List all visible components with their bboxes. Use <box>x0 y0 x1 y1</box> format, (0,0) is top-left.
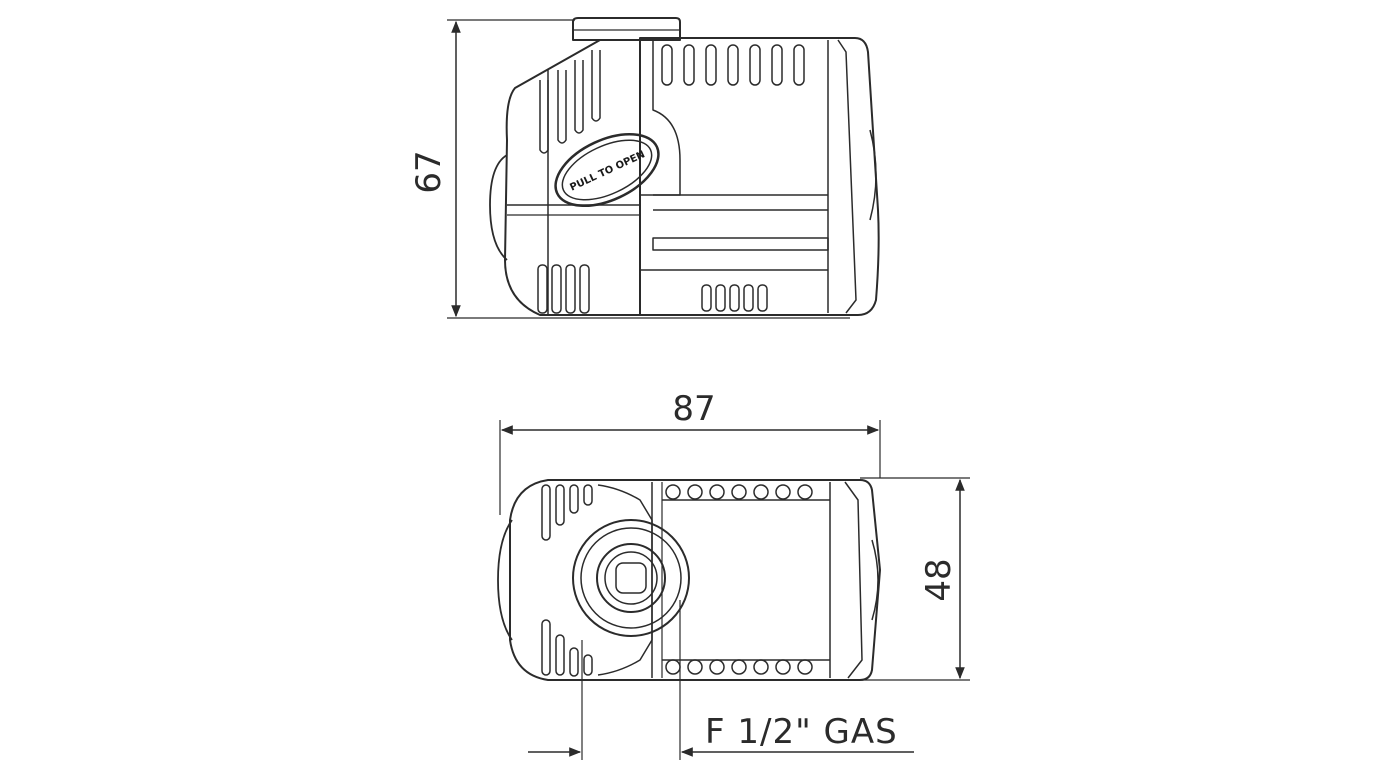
outlet-thread-label: F 1/2" GAS <box>705 712 898 752</box>
nose-vents <box>539 50 601 154</box>
front-dome <box>489 154 508 261</box>
side-view: 67 <box>409 17 880 319</box>
bottom-edge-slots <box>665 659 813 675</box>
length-dimension-value: 87 <box>672 389 715 429</box>
height-dimension-value: 67 <box>409 150 449 193</box>
pump-body-outline <box>639 37 880 316</box>
bottom-front-vents <box>537 264 590 314</box>
top-view: 87 48 <box>497 389 970 760</box>
length-dimension: 87 <box>499 389 881 515</box>
top-nose-vents <box>541 484 593 677</box>
outlet-cap <box>572 17 681 41</box>
width-dimension-value: 48 <box>919 558 959 601</box>
top-edge-slots <box>665 484 813 500</box>
outlet-port <box>572 519 690 637</box>
top-body-outline <box>509 479 881 681</box>
outlet-dimension: F 1/2" GAS <box>528 600 914 760</box>
top-grille-slots <box>661 44 805 86</box>
width-dimension: 48 <box>860 477 970 681</box>
height-dimension: 67 <box>409 19 850 319</box>
front-housing <box>504 39 640 316</box>
bottom-small-slots <box>701 284 768 312</box>
